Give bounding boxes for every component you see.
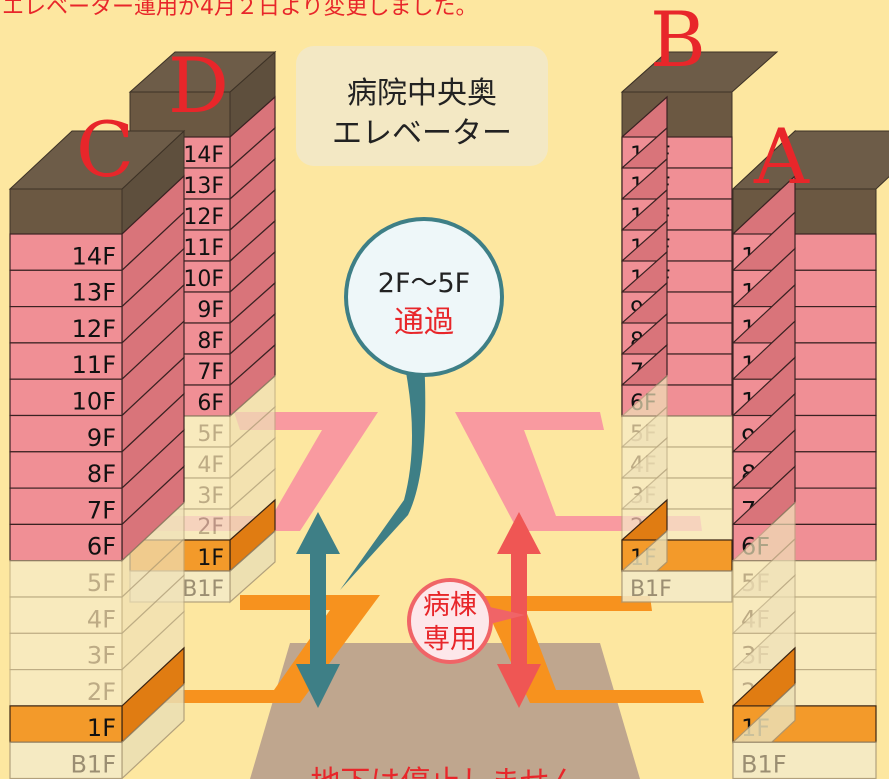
floor-row: 10F (9, 319, 185, 417)
floor-label: 13F (183, 174, 224, 199)
callout-line2: 通過 (394, 305, 454, 340)
roof-front (9, 188, 123, 235)
floor-face (9, 233, 123, 271)
floor-label: 5F (87, 569, 116, 597)
floor-label: 8F (87, 460, 116, 488)
floor-label: 5F (197, 422, 224, 447)
floor-row: 7F (9, 428, 185, 526)
floor-label: 8F (197, 329, 224, 354)
callout-bubble (348, 221, 500, 373)
floor-row: 5F (9, 501, 185, 599)
path-left-pink (130, 412, 378, 531)
floor-face (9, 378, 123, 417)
floor-label: B1F (182, 577, 224, 602)
floor-label: 10F (72, 388, 116, 416)
floor-label: 10F (183, 267, 224, 292)
ward-bubble (411, 582, 489, 660)
arrow-red (497, 512, 541, 708)
title-line2: エレベーター (332, 116, 512, 151)
elevator-letter: B (650, 0, 706, 84)
title-box (296, 46, 548, 166)
floor-label: 6F (87, 533, 116, 561)
floor-label: B1F (70, 751, 116, 779)
floor-label: 2F (87, 678, 116, 706)
floor-label: 3F (197, 484, 224, 509)
floor-label: 9F (197, 298, 224, 323)
floor-row: B1F (621, 529, 733, 604)
floor-label: 3F (87, 642, 116, 670)
floor-face (9, 523, 123, 562)
floor-label: 4F (87, 605, 116, 633)
elevator-shaft-c: 14F 13F 12F 11F 10F 9F 8F 7F 6F 5F 4F 3F 2F 1F B1F C (8, 105, 186, 779)
floor-face (9, 487, 123, 526)
floor-label: 13F (72, 279, 116, 307)
path-right-pink (455, 412, 702, 531)
floor-face (9, 342, 123, 380)
floor-face (9, 451, 123, 489)
floor-row: 9F (621, 250, 733, 325)
floor-label: 6F (197, 391, 224, 416)
floor-label: 14F (183, 143, 224, 168)
floor-label: 7F (87, 496, 116, 524)
floor-row: 12F (732, 247, 877, 345)
floor-row: 8F (9, 392, 185, 490)
path-right-orange (480, 596, 704, 703)
floor-row: 14F (9, 174, 185, 272)
floor-face (9, 668, 123, 707)
floor-face (9, 306, 123, 344)
floor-face (9, 596, 123, 634)
elevator-letter: A (753, 112, 810, 201)
title-line1: 病院中央奥 (347, 76, 497, 111)
floor-label: 11F (183, 236, 224, 261)
floor-label: 11F (72, 351, 116, 379)
floor-face (9, 705, 123, 743)
ward-line2: 専用 (423, 624, 477, 655)
floor-row: 1F (9, 646, 185, 744)
floor-face (9, 741, 123, 779)
elevator-shaft-b: 14F13F12F11F10F9F8F7F6F5F4F3F2F1FB1FB (620, 0, 779, 604)
floor-label: 7F (197, 360, 224, 385)
arrow-teal (296, 512, 340, 708)
callout-line1: 2F〜5F (378, 268, 470, 299)
floor-label: 14F (72, 242, 116, 270)
floor-label: 1F (197, 546, 224, 571)
bottom-note: 地下は停止しません (310, 765, 579, 779)
floor-row: 3F (9, 573, 185, 671)
floor-row: 4F (9, 537, 185, 635)
floor-face (9, 414, 123, 453)
floor-label: 2F (197, 515, 224, 540)
elevator-letter: D (168, 41, 229, 130)
floor-label: 9F (87, 424, 116, 452)
roof-front (621, 91, 733, 138)
floor-label: 12F (72, 315, 116, 343)
floor-row: 12F (9, 247, 185, 345)
notice-text: エレベーター運用が4月２日より変更しました。 (2, 0, 478, 20)
floor-label: 12F (183, 205, 224, 230)
floor-label: B1F (630, 577, 672, 602)
floor-row: 9F (9, 356, 185, 454)
floor-label: 1F (87, 714, 116, 742)
floor-label: B1F (741, 751, 787, 779)
floor-face (621, 570, 733, 603)
floor-face (9, 269, 123, 308)
elevator-letter: C (76, 105, 134, 194)
floor-row: 6F (9, 465, 185, 563)
floor-label: 4F (197, 453, 224, 478)
floor-row: 13F (9, 210, 185, 308)
floor-row: 2F (9, 610, 185, 708)
elevator-shaft-a: 14F13F12F11F10F9F8F7F6F5F4F3F2F1FB1FA (731, 112, 889, 779)
floor-row: B1F (732, 682, 877, 779)
floor-row: B1F (9, 682, 185, 779)
ward-line1: 病棟 (423, 590, 477, 621)
floor-row: 11F (9, 283, 185, 381)
callout-pointer (340, 357, 426, 590)
